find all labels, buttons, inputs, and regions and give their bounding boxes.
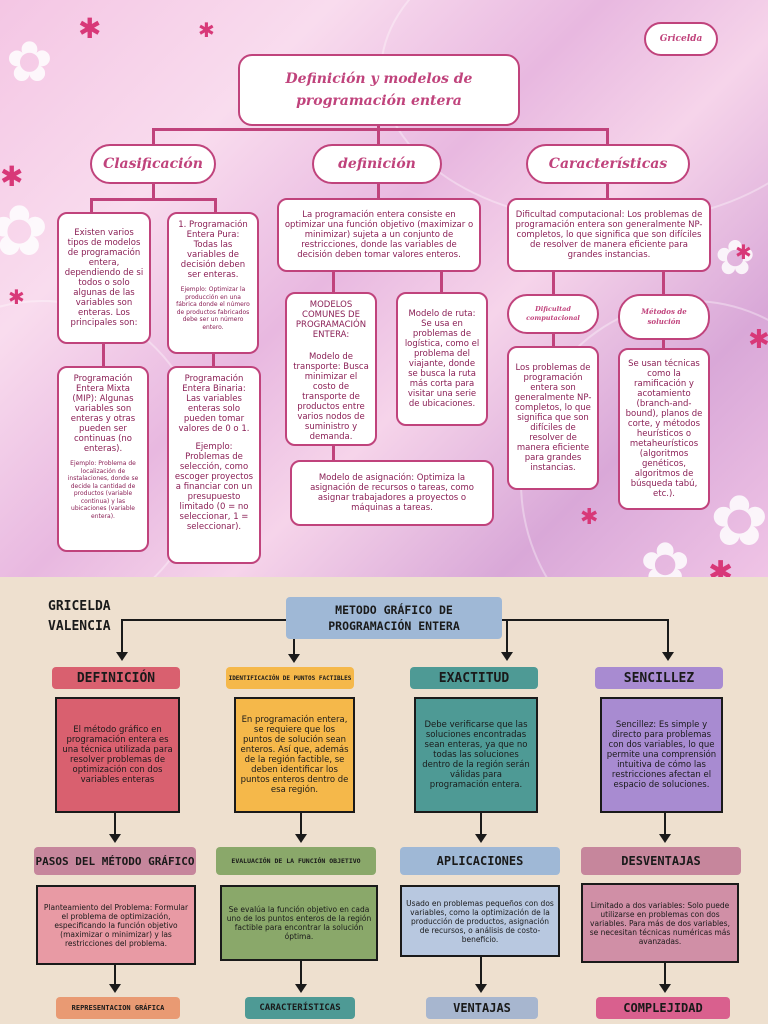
star-icon: ✱ bbox=[8, 285, 25, 309]
star-icon: ✱ bbox=[735, 240, 752, 264]
author-line1: GRICELDA bbox=[48, 599, 111, 614]
caracteristicas-text: Dificultad computacional: Los problemas … bbox=[507, 198, 711, 272]
arrow-icon bbox=[109, 813, 121, 843]
definicion-text: La programación entera consiste en optim… bbox=[277, 198, 481, 272]
card-pasos: Planteamiento del Problema: Formular el … bbox=[36, 885, 196, 965]
connector bbox=[606, 182, 609, 198]
header-sencillez: SENCILLEZ bbox=[595, 667, 723, 689]
header-puntos-factibles: IDENTIFICACIÓN DE PUNTOS FACTIBLES bbox=[226, 667, 354, 689]
star-icon: ✱ bbox=[78, 12, 102, 45]
arrow-icon bbox=[475, 957, 487, 993]
header-desventajas: DESVENTAJAS bbox=[581, 847, 741, 875]
author-tag: Gricelda bbox=[644, 22, 718, 56]
connector bbox=[440, 270, 443, 294]
card-evaluacion: Se evalúa la función objetivo en cada un… bbox=[220, 885, 378, 961]
top-concept-map: ✿ ✿ ✿ ✿ ✿ ✱ ✱ ✱ ✱ ✱ ✱ ✱ ✱ Gricelda Defin… bbox=[0, 0, 768, 577]
arrow-icon bbox=[288, 639, 300, 663]
clasificacion-intro: Existen varios tipos de modelos de progr… bbox=[57, 212, 151, 344]
card-aplicaciones: Usado en problemas pequeños con dos vari… bbox=[400, 885, 560, 957]
branch-caracteristicas: Características bbox=[526, 144, 690, 184]
connector bbox=[122, 619, 286, 621]
flower-icon: ✿ bbox=[6, 30, 53, 95]
flower-icon: ✿ bbox=[640, 530, 691, 577]
footer-representacion: REPRESENTACION GRÁFICA bbox=[56, 997, 180, 1019]
flower-icon: ✿ bbox=[710, 480, 768, 562]
flower-icon: ✿ bbox=[0, 190, 49, 272]
card-desventajas: Limitado a dos variables: Solo puede uti… bbox=[581, 883, 739, 963]
mixta-example: Ejemplo: Problema de localización de ins… bbox=[67, 460, 139, 520]
branch-clasificacion: Clasificación bbox=[90, 144, 216, 184]
clasificacion-mixta: Programación Entera Mixta (MIP): Algunas… bbox=[57, 366, 149, 552]
footer-ventajas: VENTAJAS bbox=[426, 997, 538, 1019]
clasificacion-binaria: Programación Entera Binaria: Las variabl… bbox=[167, 366, 261, 564]
binaria-example: Ejemplo: Problemas de selección, como es… bbox=[174, 442, 254, 532]
card-definicion: El método gráfico en programación entera… bbox=[55, 697, 180, 813]
bottom-infographic: GRICELDA VALENCIA METODO GRÁFICO DE PROG… bbox=[0, 577, 768, 1024]
modelos-comunes: MODELOS COMUNES DE PROGRAMACIÓN ENTERA: … bbox=[285, 292, 377, 446]
header-evaluacion: EVALUACIÓN DE LA FUNCIÓN OBJETIVO bbox=[216, 847, 376, 875]
card-exactitud: Debe verificarse que las soluciones enco… bbox=[414, 697, 538, 813]
connector bbox=[377, 124, 380, 144]
modelos-text: Modelo de transporte: Busca minimizar el… bbox=[293, 352, 369, 442]
arrow-icon bbox=[475, 813, 487, 843]
connector bbox=[152, 128, 155, 144]
star-icon: ✱ bbox=[198, 18, 215, 42]
arrow-icon bbox=[295, 813, 307, 843]
connector bbox=[606, 128, 609, 144]
arrow-icon bbox=[295, 961, 307, 993]
connector bbox=[214, 198, 217, 212]
connector bbox=[332, 444, 335, 462]
connector bbox=[377, 182, 380, 198]
connector bbox=[152, 128, 608, 131]
connector bbox=[212, 352, 215, 368]
footer-caracteristicas: CARACTERÍSTICAS bbox=[245, 997, 355, 1019]
pura-text: 1. Programación Entera Pura: Todas las v… bbox=[178, 220, 248, 280]
star-icon: ✱ bbox=[708, 555, 734, 577]
connector bbox=[552, 270, 555, 294]
binaria-text: Programación Entera Binaria: Las variabl… bbox=[178, 374, 250, 434]
arrow-icon bbox=[659, 963, 671, 993]
connector bbox=[102, 342, 105, 368]
flower-icon: ✿ bbox=[715, 230, 756, 286]
connector bbox=[90, 198, 216, 201]
header-exactitud: EXACTITUD bbox=[410, 667, 538, 689]
connector bbox=[662, 270, 665, 294]
branch-definicion: definición bbox=[312, 144, 442, 184]
header-aplicaciones: APLICACIONES bbox=[400, 847, 560, 875]
card-puntos-factibles: En programación entera, se requiere que … bbox=[234, 697, 355, 813]
arrow-icon bbox=[501, 619, 513, 661]
infographic-title: METODO GRÁFICO DE PROGRAMACIÓN ENTERA bbox=[286, 597, 502, 639]
arrow-icon bbox=[109, 965, 121, 993]
mixta-text: Programación Entera Mixta (MIP): Algunas… bbox=[70, 374, 136, 454]
connector bbox=[90, 198, 93, 212]
connector bbox=[662, 340, 665, 350]
arrow-icon bbox=[116, 619, 128, 661]
header-pasos: PASOS DEL MÉTODO GRÁFICO bbox=[34, 847, 196, 875]
modelo-asignacion: Modelo de asignación: Optimiza la asigna… bbox=[290, 460, 494, 526]
star-icon: ✱ bbox=[580, 505, 599, 530]
clasificacion-pura: 1. Programación Entera Pura: Todas las v… bbox=[167, 212, 259, 354]
pura-example: Ejemplo: Optimizar la producción en una … bbox=[176, 286, 250, 331]
modelos-title: MODELOS COMUNES DE PROGRAMACIÓN ENTERA: bbox=[295, 300, 367, 340]
header-definicion: DEFINICIÓN bbox=[52, 667, 180, 689]
arrow-icon bbox=[662, 619, 674, 661]
dificultad-text: Los problemas de programación entera son… bbox=[507, 346, 599, 490]
connector bbox=[152, 182, 155, 198]
arrow-icon bbox=[659, 813, 671, 843]
footer-complejidad: COMPLEJIDAD bbox=[596, 997, 730, 1019]
card-sencillez: Sencillez: Es simple y directo para prob… bbox=[600, 697, 723, 813]
map-title: Definición y modelos de programación ent… bbox=[238, 54, 520, 126]
connector bbox=[552, 332, 555, 348]
dificultad-label: Dificultad computacional bbox=[507, 294, 599, 334]
star-icon: ✱ bbox=[748, 325, 768, 355]
metodos-label: Métodos de solución bbox=[618, 294, 710, 340]
connector bbox=[502, 619, 668, 621]
metodos-text: Se usan técnicas como la ramificación y … bbox=[618, 348, 710, 510]
author-line2: VALENCIA bbox=[48, 619, 111, 634]
modelo-ruta: Modelo de ruta: Se usa en problemas de l… bbox=[396, 292, 488, 426]
star-icon: ✱ bbox=[0, 160, 24, 193]
author-name: GRICELDA VALENCIA bbox=[48, 597, 111, 637]
connector bbox=[332, 270, 335, 294]
